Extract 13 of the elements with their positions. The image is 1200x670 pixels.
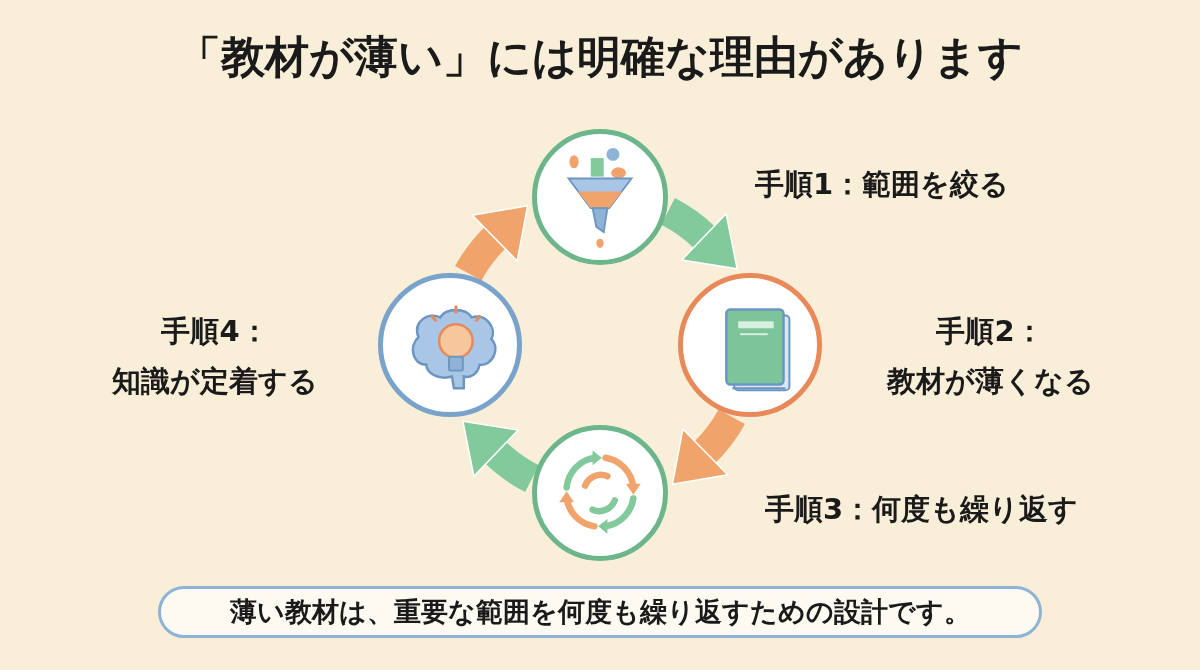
step-label: 手順3：何度も繰り返す xyxy=(765,491,1079,528)
title: 「教材が薄い」には明確な理由があります xyxy=(176,30,1024,84)
summary-box xyxy=(158,586,1042,638)
step-label: 教材が薄くなる xyxy=(885,363,1095,400)
arrow xyxy=(660,198,739,269)
summary-text: 薄い教材は、重要な範囲を何度も繰り返すための設計です。 xyxy=(229,595,971,629)
step-label: 手順2： xyxy=(935,313,1045,350)
step-label: 知識が定着する xyxy=(111,363,319,400)
step-label: 手順1：範囲を絞る xyxy=(755,166,1010,203)
arrow xyxy=(455,203,528,281)
arrow xyxy=(672,409,745,487)
step-label: 手順4： xyxy=(160,313,270,350)
arrow xyxy=(461,421,540,492)
